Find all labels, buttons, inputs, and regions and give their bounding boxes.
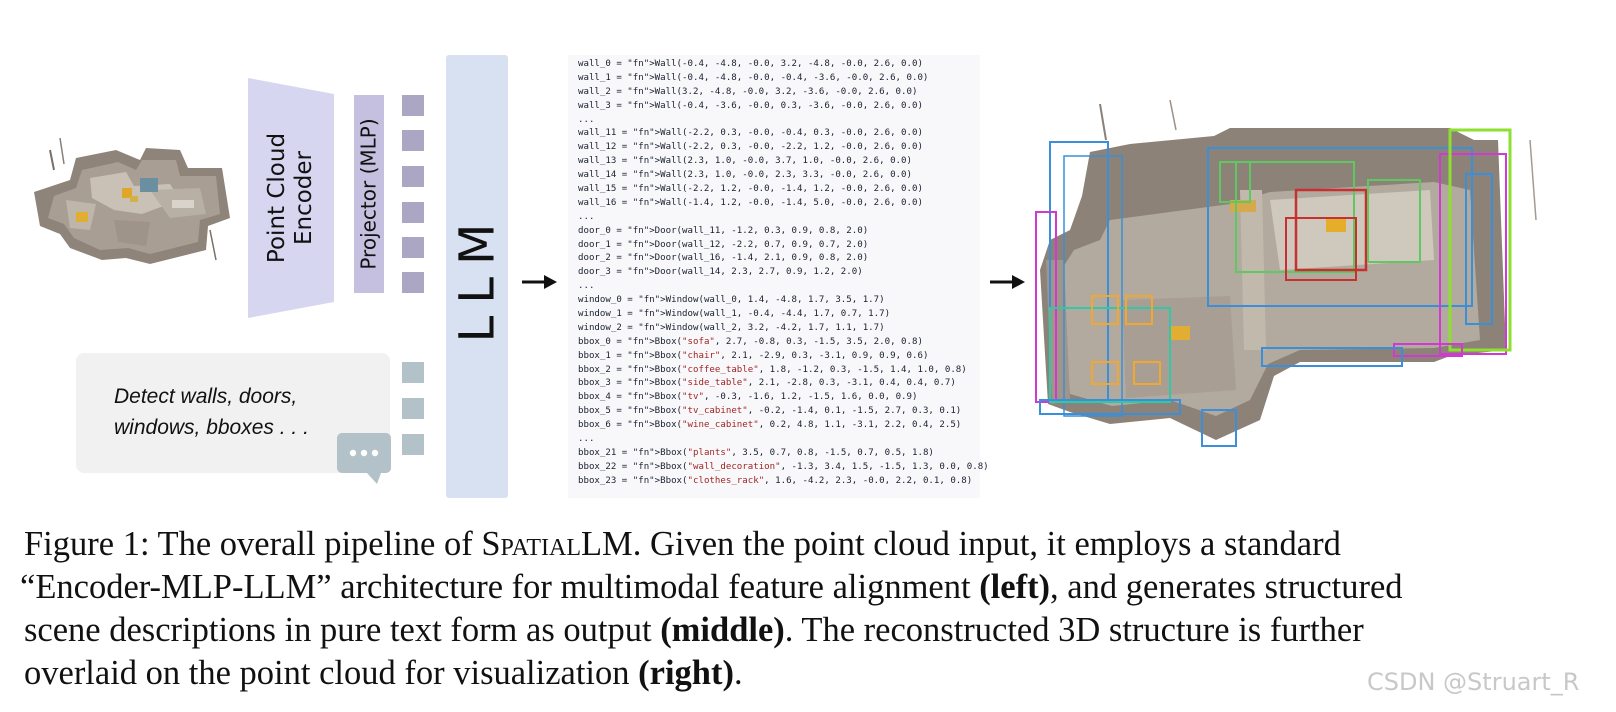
code-lines: wall_0 = "fn">Wall(-0.4, -4.8, -0.0, 3.2… [578, 58, 989, 489]
code-line: bbox_22 = "fn">Bbox("wall_decoration", -… [578, 461, 989, 472]
encoder-label-line2: Encoder [291, 150, 317, 246]
caption-line-3: scene descriptions in pure text form as … [24, 611, 1364, 649]
code-line: wall_12 = "fn">Wall(-2.2, 0.3, -0.0, -2.… [578, 142, 923, 153]
code-line: wall_1 = "fn">Wall(-0.4, -4.8, -0.0, -0.… [578, 72, 929, 83]
code-line: wall_0 = "fn">Wall(-0.4, -4.8, -0.0, 3.2… [578, 59, 923, 69]
code-line: bbox_5 = "fn">Bbox("tv_cabinet", -0.2, -… [578, 406, 962, 417]
code-line: bbox_6 = "fn">Bbox("wine_cabinet", 0.2, … [578, 420, 962, 431]
figure-caption: Figure 1: The overall pipeline of Spatia… [20, 523, 1592, 695]
code-line: bbox_23 = "fn">Bbox("clothes_rack", 1.6,… [578, 475, 973, 486]
point-cloud-encoder: Point Cloud Encoder [248, 78, 334, 318]
code-line: door_2 = "fn">Door(wall_16, -1.4, 2.1, 0… [578, 253, 869, 264]
encoder-trapezoid [248, 78, 334, 318]
model-name: SpatialLM [481, 525, 633, 563]
code-line: ... [578, 211, 595, 222]
llm-label: LLM [449, 211, 505, 342]
code-line: wall_16 = "fn">Wall(-1.4, 1.2, -0.0, -1.… [578, 197, 923, 208]
text-token [402, 434, 424, 455]
caption-line-2: “Encoder-MLP-LLM” architecture for multi… [20, 568, 1403, 606]
watermark: CSDN @Struart_R [1367, 668, 1580, 696]
point-token [402, 237, 424, 258]
code-line: wall_11 = "fn">Wall(-2.2, 0.3, -0.0, -0.… [578, 128, 923, 139]
caption-line-1: Figure 1: The overall pipeline of Spatia… [24, 525, 1341, 563]
prompt-line-2: windows, bboxes . . . [114, 416, 309, 439]
pipeline-figure: Point Cloud Encoder Projector (MLP) LLM … [34, 55, 1537, 498]
text-token [402, 398, 424, 419]
point-token [402, 130, 424, 151]
chat-bubble-icon [337, 433, 391, 484]
code-line: ... [578, 281, 595, 292]
projector-mlp: Projector (MLP) [354, 95, 384, 293]
caption-line-4: overlaid on the point cloud for visualiz… [24, 654, 743, 692]
code-line: door_1 = "fn">Door(wall_12, -2.2, 0.7, 0… [578, 239, 869, 250]
code-line: bbox_1 = "fn">Bbox("chair", 2.1, -2.9, 0… [578, 350, 929, 361]
code-line: bbox_21 = "fn">Bbox("plants", 3.5, 0.7, … [578, 447, 934, 458]
code-line: bbox_2 = "fn">Bbox("coffee_table", 1.8, … [578, 364, 967, 375]
code-line: window_1 = "fn">Window(wall_1, -0.4, -4.… [578, 309, 891, 320]
encoder-label-line1: Point Cloud [264, 132, 290, 264]
llm-block: LLM [446, 55, 508, 498]
projector-label: Projector (MLP) [357, 118, 381, 270]
input-point-cloud [34, 137, 230, 264]
text-token [402, 362, 424, 383]
code-line: bbox_3 = "fn">Bbox("side_table", 2.1, -2… [578, 378, 956, 389]
code-line: window_0 = "fn">Window(wall_0, 1.4, -4.8… [578, 295, 885, 306]
point-token [402, 272, 424, 293]
code-line: bbox_0 = "fn">Bbox("sofa", 2.7, -0.8, 0.… [578, 336, 923, 347]
code-line: wall_3 = "fn">Wall(-0.4, -3.6, -0.0, 0.3… [578, 100, 923, 111]
point-token [402, 202, 424, 223]
point-token [402, 166, 424, 187]
arrow-right-icon [522, 275, 557, 289]
code-line: ... [578, 114, 595, 125]
code-line: window_2 = "fn">Window(wall_2, 3.2, -4.2… [578, 322, 885, 333]
structured-output-code: wall_0 = "fn">Wall(-0.4, -4.8, -0.0, 3.2… [568, 55, 989, 498]
code-line: door_0 = "fn">Door(wall_11, -1.2, 0.3, 0… [578, 225, 869, 236]
code-line: wall_2 = "fn">Wall(3.2, -4.8, -0.0, 3.2,… [578, 86, 918, 97]
arrow-right-icon [990, 275, 1025, 289]
code-line: door_3 = "fn">Door(wall_14, 2.3, 2.7, 0.… [578, 267, 863, 278]
code-line: wall_15 = "fn">Wall(-2.2, 1.2, -0.0, -1.… [578, 184, 923, 195]
code-line: ... [578, 434, 595, 445]
prompt-line-1: Detect walls, doors, [114, 385, 298, 408]
code-line: wall_13 = "fn">Wall(2.3, 1.0, -0.0, 3.7,… [578, 156, 912, 167]
point-token [402, 95, 424, 116]
code-line: wall_14 = "fn">Wall(2.3, 1.0, -0.0, 2.3,… [578, 170, 912, 181]
code-line: bbox_4 = "fn">Bbox("tv", -0.3, -1.6, 1.2… [578, 392, 918, 403]
reconstructed-3d-scene [1035, 100, 1537, 447]
